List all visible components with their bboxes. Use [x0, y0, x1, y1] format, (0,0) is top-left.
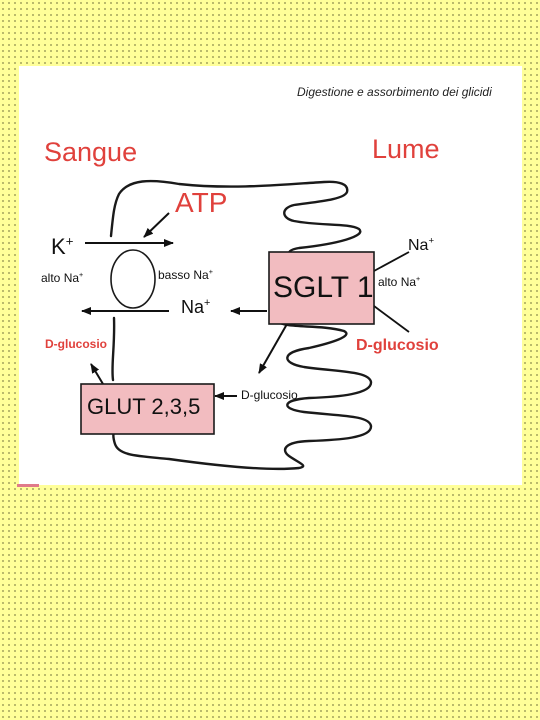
- label-blood: Sangue: [44, 137, 138, 167]
- label-lumen: Lume: [372, 134, 440, 164]
- label-k: K+: [51, 233, 74, 259]
- na-k-pump: [110, 249, 156, 309]
- label-basso-na: basso Na+: [158, 267, 213, 282]
- cell-outline: [109, 179, 373, 471]
- arrow-sglt-to-glut: [258, 323, 288, 374]
- glut-box: [80, 383, 215, 435]
- glut-label: GLUT 2,3,5: [87, 394, 201, 419]
- diagram-slide: Digestione e assorbimento dei glicidi Sa…: [19, 66, 522, 485]
- label-alto-na-left: alto Na+: [41, 270, 84, 285]
- sglt-label: SGLT 1: [273, 271, 374, 304]
- diagram-drawing: [80, 179, 410, 471]
- header-title: Digestione e assorbimento dei glicidi: [297, 85, 492, 99]
- arrow-glucose-to-sglt: [373, 305, 410, 333]
- label-atp: ATP: [175, 187, 228, 218]
- arrow-na-to-sglt: [373, 251, 410, 272]
- label-na-right: Na+: [408, 235, 435, 254]
- label-na-mid: Na+: [181, 297, 211, 317]
- label-d-glucose-mid: D-glucosio: [241, 388, 298, 402]
- label-alto-na-right: alto Na+: [378, 274, 421, 289]
- arrow-glucose-out: [90, 363, 104, 385]
- sglt-box: [268, 251, 375, 325]
- corner-mark: [17, 484, 39, 487]
- label-d-glucose-left: D-glucosio: [45, 337, 107, 351]
- arrow-atp: [143, 212, 170, 238]
- label-d-glucose-right: D-glucosio: [356, 337, 439, 354]
